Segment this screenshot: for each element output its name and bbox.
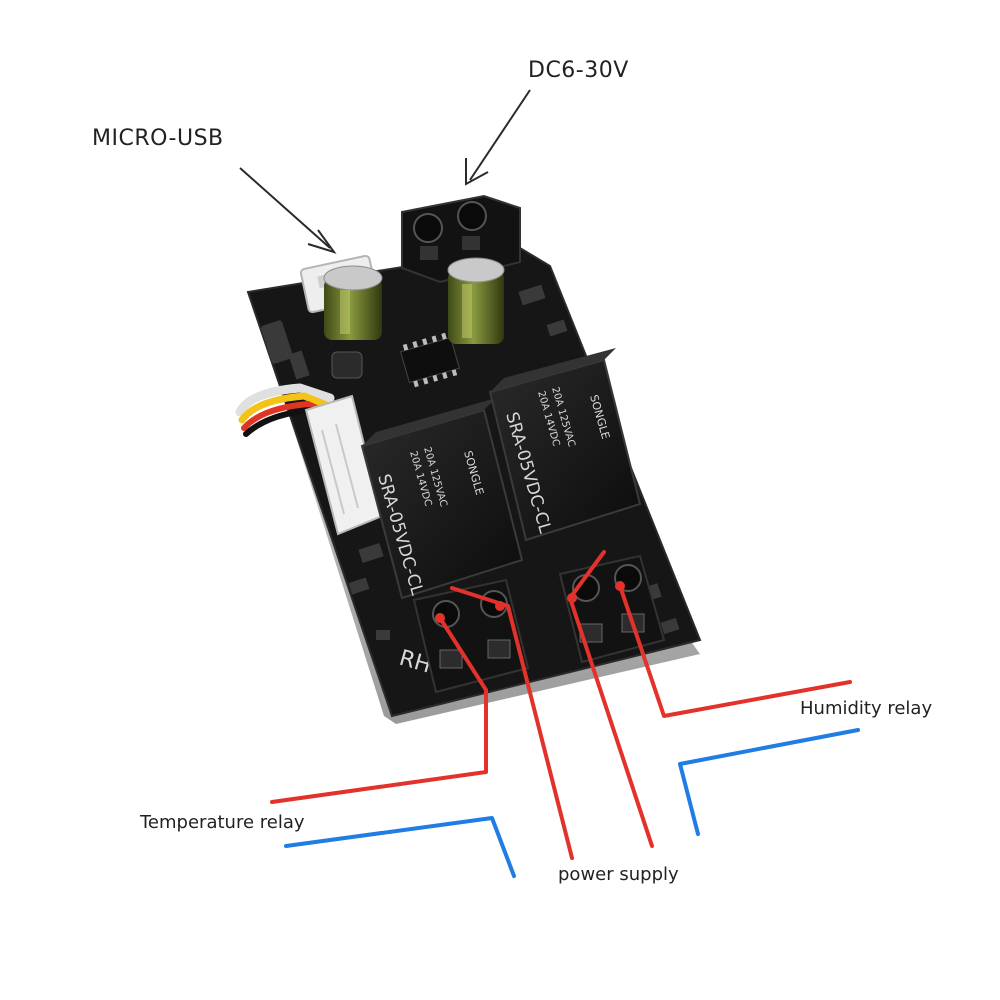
label-dc-input: DC6-30V <box>528 58 629 83</box>
arrow-dc-input <box>469 89 531 181</box>
relay-temperature <box>360 398 524 600</box>
wire-red-power-left <box>450 586 574 860</box>
wire-red-humidity <box>618 584 852 718</box>
wire-red-temperature <box>270 616 488 804</box>
capacitor-left <box>323 265 383 340</box>
arrow-micro-usb <box>239 167 331 249</box>
callout-arrows <box>239 89 531 254</box>
capacitor-right <box>447 257 505 344</box>
ic-chip <box>399 332 461 388</box>
label-micro-usb: MICRO-USB <box>92 126 224 151</box>
label-humidity-relay: Humidity relay <box>800 698 933 719</box>
terminal-contacts <box>435 581 625 623</box>
label-power-supply: power supply <box>558 864 679 885</box>
wire-blue-humidity <box>678 728 860 836</box>
arrow-micro-usb-head <box>307 229 337 254</box>
relay-humidity <box>488 348 642 542</box>
inductor <box>331 351 363 379</box>
wire-blue-temperature <box>284 816 516 878</box>
arrow-dc-input-head <box>465 158 489 186</box>
label-temperature-relay: Temperature relay <box>140 812 305 833</box>
